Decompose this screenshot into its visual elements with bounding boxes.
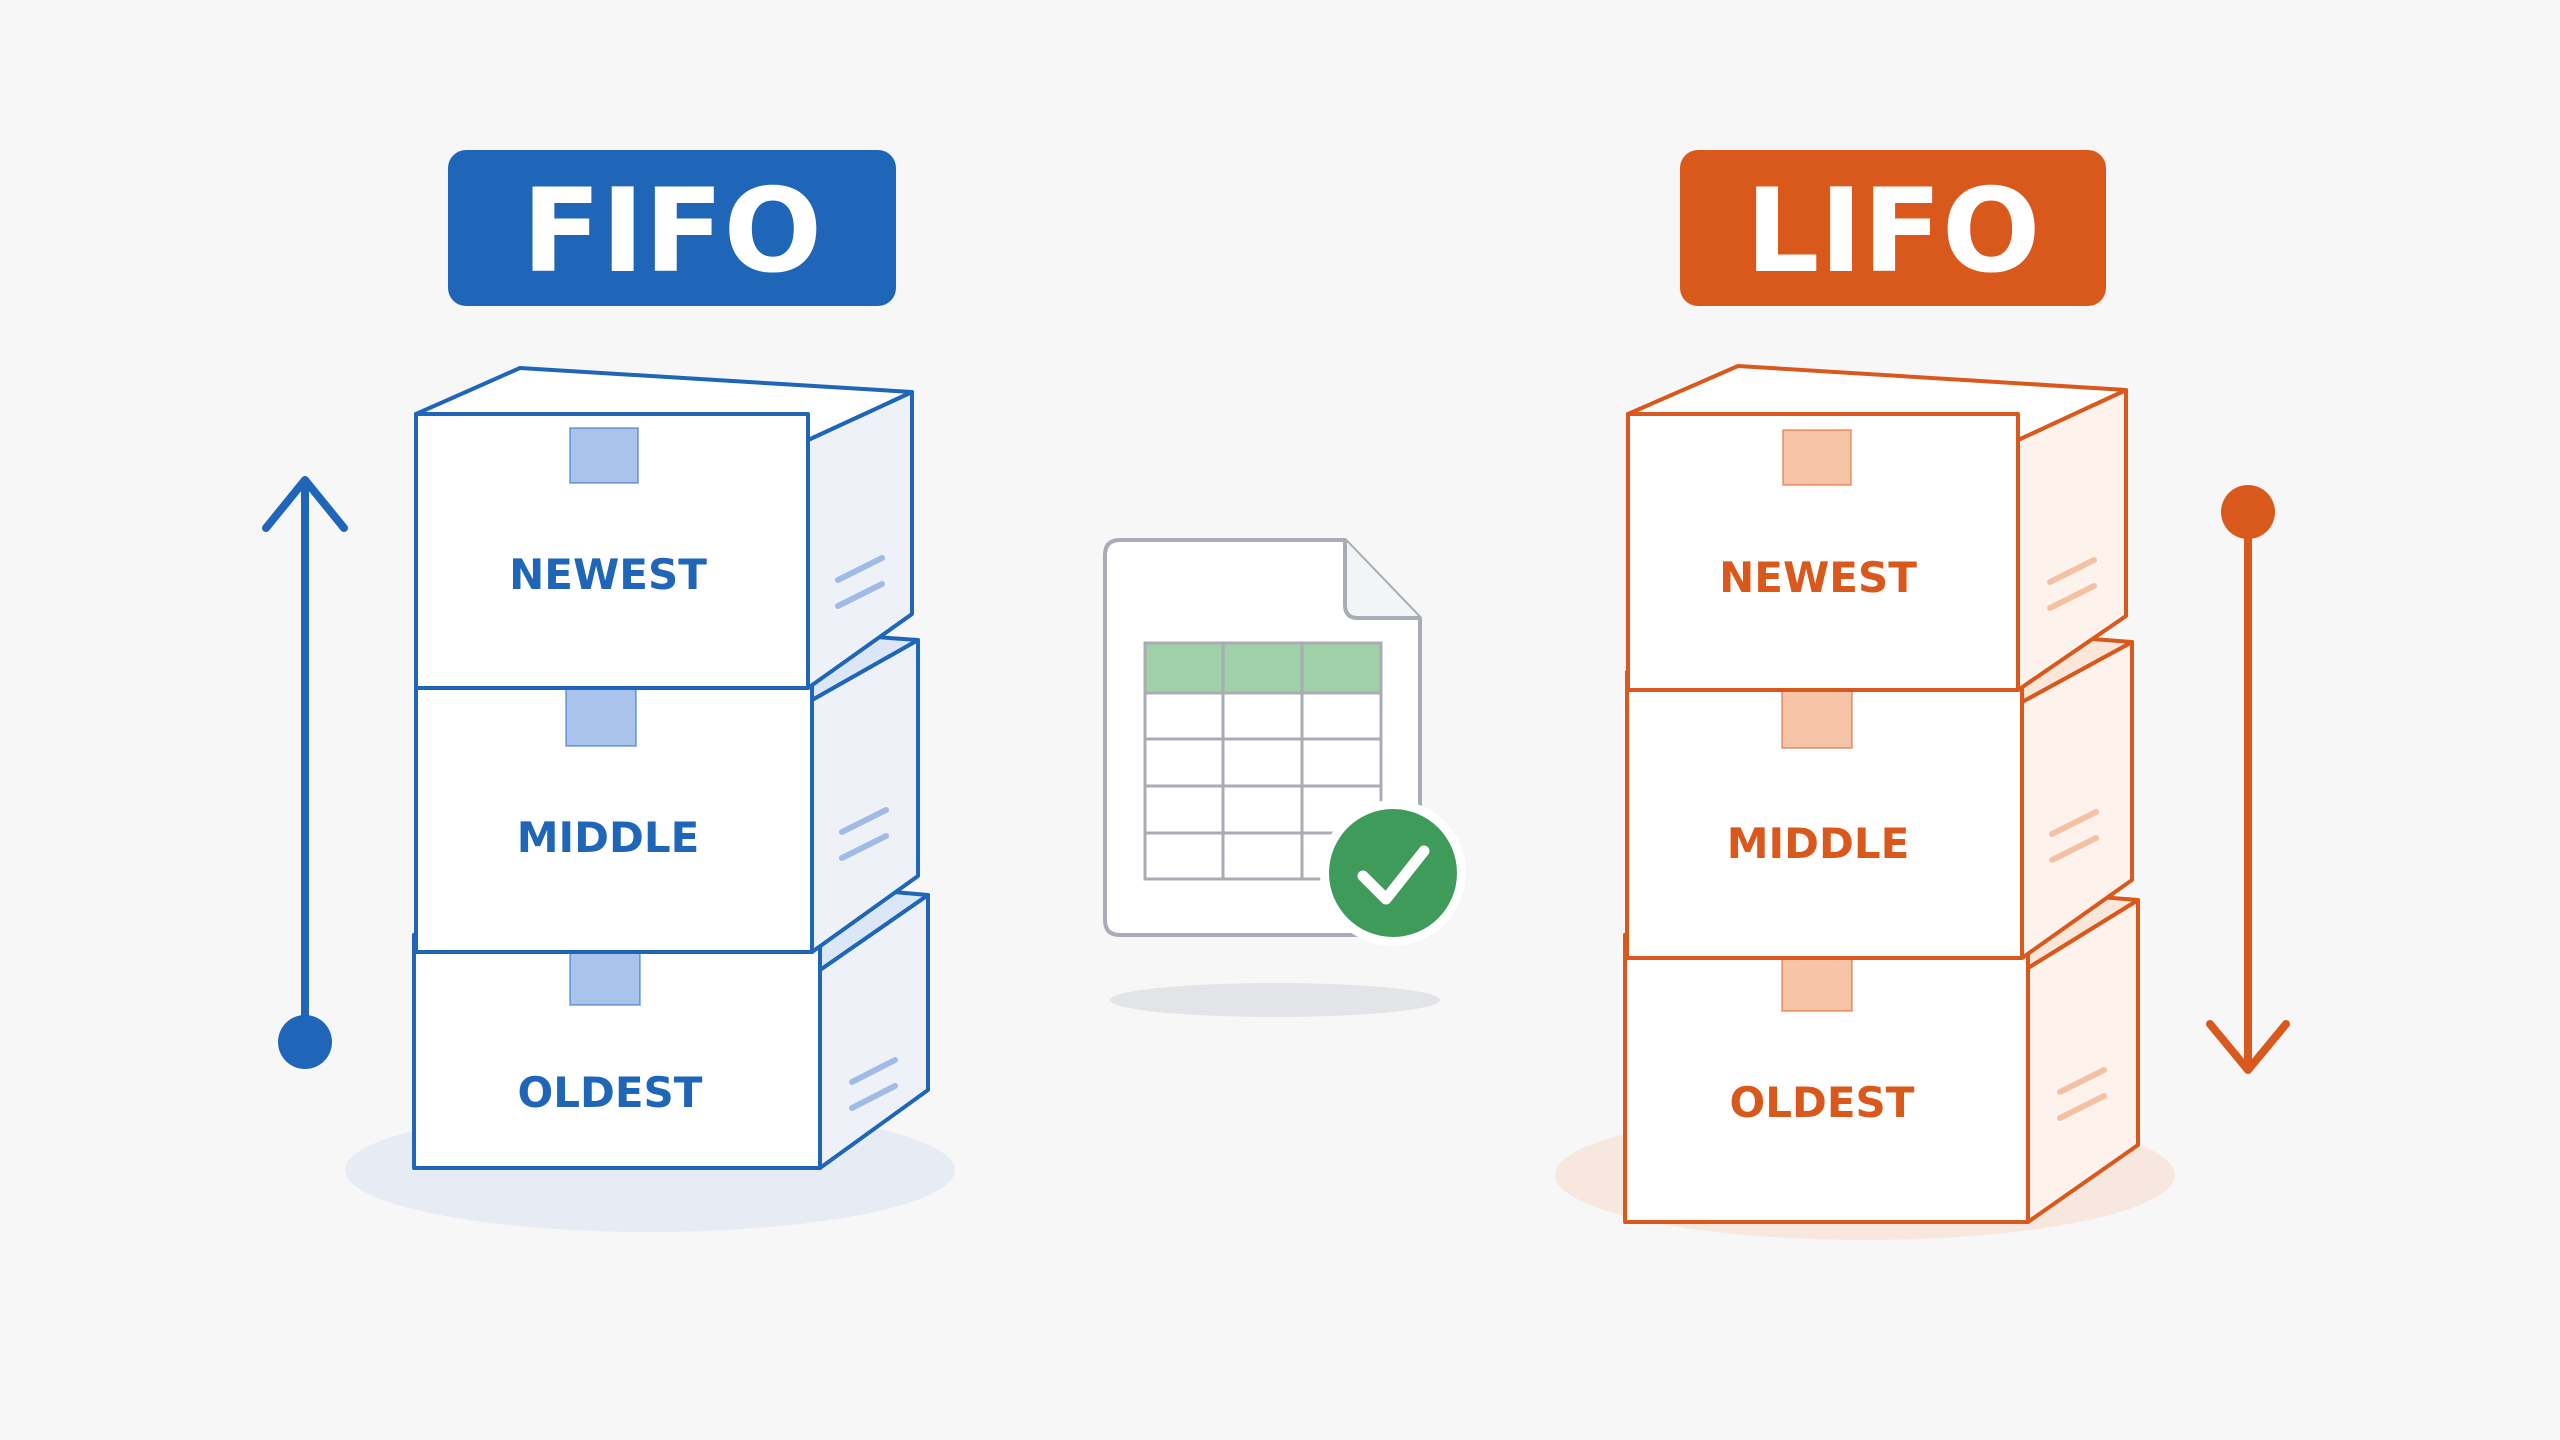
fifo-title-badge: FIFO: [448, 150, 896, 306]
fifo-title: FIFO: [522, 164, 822, 299]
lifo-box-oldest-label: OLDEST: [1730, 1078, 1915, 1127]
spreadsheet-check-icon: [1103, 538, 1466, 1017]
fifo-box-oldest-label: OLDEST: [518, 1068, 703, 1117]
lifo-box-newest-tape: [1782, 429, 1852, 486]
lifo-box-middle-label: MIDDLE: [1727, 819, 1910, 868]
fifo-box-middle-label: MIDDLE: [517, 813, 700, 862]
spreadsheet-shadow: [1110, 983, 1440, 1017]
check-circle-icon: [1320, 800, 1466, 946]
fifo-section: FIFO OLDEST MIDDLE: [262, 150, 955, 1232]
lifo-title-badge: LIFO: [1680, 150, 2106, 306]
fifo-box-newest-label: NEWEST: [509, 550, 707, 599]
fifo-box-middle-tape: [565, 687, 637, 747]
lifo-box-newest-label: NEWEST: [1719, 553, 1917, 602]
lifo-title: LIFO: [1746, 164, 2041, 299]
lifo-section: LIFO OLDEST MIDDLE: [1555, 150, 2290, 1240]
lifo-box-middle-tape: [1781, 689, 1853, 749]
fifo-box-newest-tape: [569, 427, 639, 484]
lifo-box-oldest-tape: [1781, 952, 1853, 1012]
arrow-up-icon: [262, 476, 348, 1069]
lifo-box-newest: NEWEST: [1626, 364, 2128, 692]
fifo-box-newest: NEWEST: [414, 366, 914, 690]
arrow-down-icon: [2206, 485, 2290, 1074]
